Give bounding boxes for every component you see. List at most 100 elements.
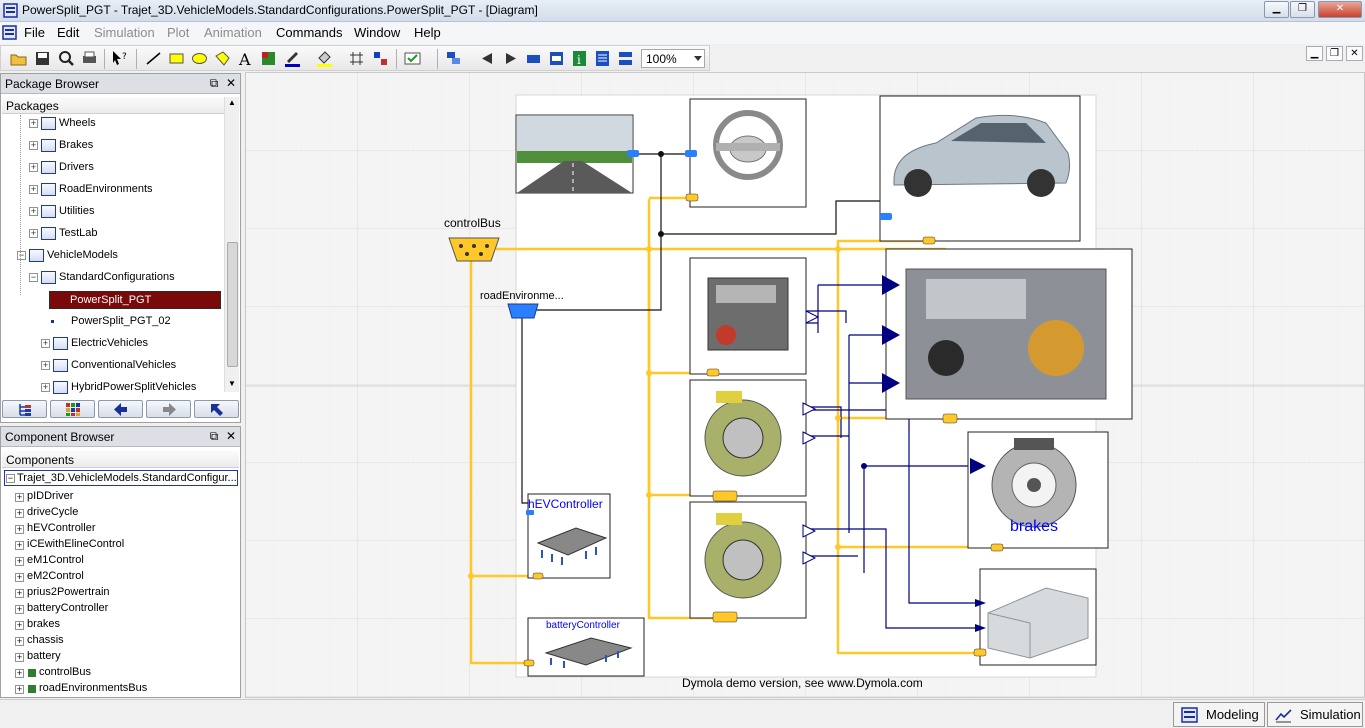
save-icon[interactable] [33,49,52,68]
expand-icon[interactable]: + [15,652,24,662]
expand-icon[interactable]: + [15,668,24,678]
component-item[interactable]: +battery [15,649,235,665]
menu-simulation[interactable]: Simulation [94,25,155,40]
simulation-mode-button[interactable]: Simulation [1267,702,1363,727]
collapse-icon[interactable]: − [29,272,38,282]
grid-toggle-icon[interactable] [347,49,366,68]
package-item[interactable]: +RoadEnvironments [3,181,221,199]
control-bus-connector[interactable] [448,237,500,262]
scrollbar-thumb[interactable] [227,242,238,367]
icon-view-button[interactable] [50,400,95,418]
mdi-restore-button[interactable]: ❐ [1326,46,1343,61]
draw-line-icon[interactable] [144,49,163,68]
expand-icon[interactable]: + [15,508,24,518]
search-icon[interactable] [57,49,76,68]
expand-icon[interactable]: + [29,140,38,150]
component-item[interactable]: +iCEwithElineControl [15,537,235,553]
menu-file[interactable]: File [24,25,45,40]
menu-help[interactable]: Help [414,25,441,40]
check-model-icon[interactable] [403,49,422,68]
navigate-forward-button[interactable] [146,400,191,418]
close-window-button[interactable]: ✕ [1318,1,1362,18]
maximize-button[interactable]: ❐ [1290,1,1315,18]
diagram-svg[interactable]: controlBus roadEnvironme... hEVControlle… [246,73,1365,698]
component-item[interactable]: +prius2Powertrain [15,585,235,601]
component-item[interactable]: +hEVController [15,521,235,537]
packages-tab[interactable]: Packages [2,97,225,114]
navigate-back-button[interactable] [98,400,143,418]
menu-commands[interactable]: Commands [276,25,343,40]
expand-icon[interactable]: + [15,492,24,502]
road-environment-bus-connector[interactable] [507,303,539,319]
document-icon[interactable] [2,25,17,40]
em1-block[interactable] [689,379,807,497]
expand-icon[interactable]: + [29,228,38,238]
used-classes-icon[interactable] [616,49,635,68]
menu-window[interactable]: Window [354,25,401,40]
battery-controller-block[interactable] [527,617,645,677]
documentation-layer-icon[interactable]: i [570,49,589,68]
zoom-select[interactable]: 100% [641,49,705,68]
package-item[interactable]: −StandardConfigurations [3,269,221,287]
expand-icon[interactable]: + [15,636,24,646]
ice-block[interactable] [885,248,1133,420]
expand-icon[interactable]: + [29,118,38,128]
components-tab[interactable]: Components [2,451,239,468]
menu-animation[interactable]: Animation [204,25,262,40]
component-item[interactable]: +chassis [15,633,235,649]
expand-icon[interactable]: + [41,382,50,392]
scroll-up-icon[interactable]: ▲ [228,98,236,107]
minimize-button[interactable]: ▁ [1264,1,1289,18]
float-panel-icon[interactable]: ⧉ [209,429,219,443]
component-item[interactable]: +eM1Control [15,553,235,569]
collapse-icon[interactable]: − [17,250,26,260]
expand-icon[interactable]: + [41,338,50,348]
draw-bitmap-icon[interactable] [259,49,278,68]
forward-arrow-icon[interactable] [501,49,520,68]
navigate-up-button[interactable] [194,400,239,418]
bus-component-item[interactable]: +controlBus [15,665,235,681]
expand-icon[interactable]: + [41,360,50,370]
expand-icon[interactable]: + [29,184,38,194]
fill-color-icon[interactable] [315,49,334,68]
icon-layer-icon[interactable] [524,49,543,68]
expand-icon[interactable]: + [15,524,24,534]
print-icon[interactable] [80,49,99,68]
component-item[interactable]: +eM2Control [15,569,235,585]
component-order-icon[interactable] [445,49,464,68]
modeling-mode-button[interactable]: Modeling [1173,702,1265,727]
expand-icon[interactable]: + [29,162,38,172]
close-panel-icon[interactable]: ✕ [225,429,237,443]
expand-icon[interactable]: + [15,620,24,630]
package-item[interactable]: −VehicleModels [3,247,221,265]
bus-component-item[interactable]: +roadEnvironmentsBus [15,681,235,697]
brakes-block[interactable] [967,431,1109,549]
component-item[interactable]: +driveCycle [15,505,235,521]
open-folder-icon[interactable] [9,49,28,68]
diagram-canvas[interactable]: controlBus roadEnvironme... hEVControlle… [245,72,1365,698]
expand-icon[interactable]: + [29,206,38,216]
component-item[interactable]: +brakes [15,617,235,633]
mdi-close-button[interactable]: ✕ [1346,46,1363,61]
help-pointer-icon[interactable]: ? [110,49,129,68]
expand-icon[interactable]: + [15,572,24,582]
battery-block[interactable] [979,568,1097,666]
collapse-icon[interactable]: − [6,473,15,483]
hev-controller-block[interactable] [527,493,611,579]
component-item[interactable]: +pIDDriver [15,489,235,505]
float-panel-icon[interactable]: ⧉ [209,76,219,90]
menu-edit[interactable]: Edit [57,25,80,40]
mdi-minimize-button[interactable]: ▁ [1306,46,1323,61]
package-item[interactable]: +Drivers [3,159,221,177]
menu-plot[interactable]: Plot [167,25,190,40]
chassis-block[interactable] [879,95,1081,242]
expand-icon[interactable]: + [15,588,24,598]
package-item[interactable]: +ConventionalVehicles [3,357,221,375]
close-panel-icon[interactable]: ✕ [225,76,237,90]
component-root[interactable]: − Trajet_3D.VehicleModels.StandardConfig… [4,470,238,486]
package-item[interactable]: +HybridPowerSplitVehicles [3,379,221,397]
draw-rectangle-icon[interactable] [167,49,186,68]
draw-text-icon[interactable]: A [236,49,255,68]
text-layer-icon[interactable] [593,49,612,68]
package-item[interactable]: PowerSplit_PGT [49,291,221,309]
